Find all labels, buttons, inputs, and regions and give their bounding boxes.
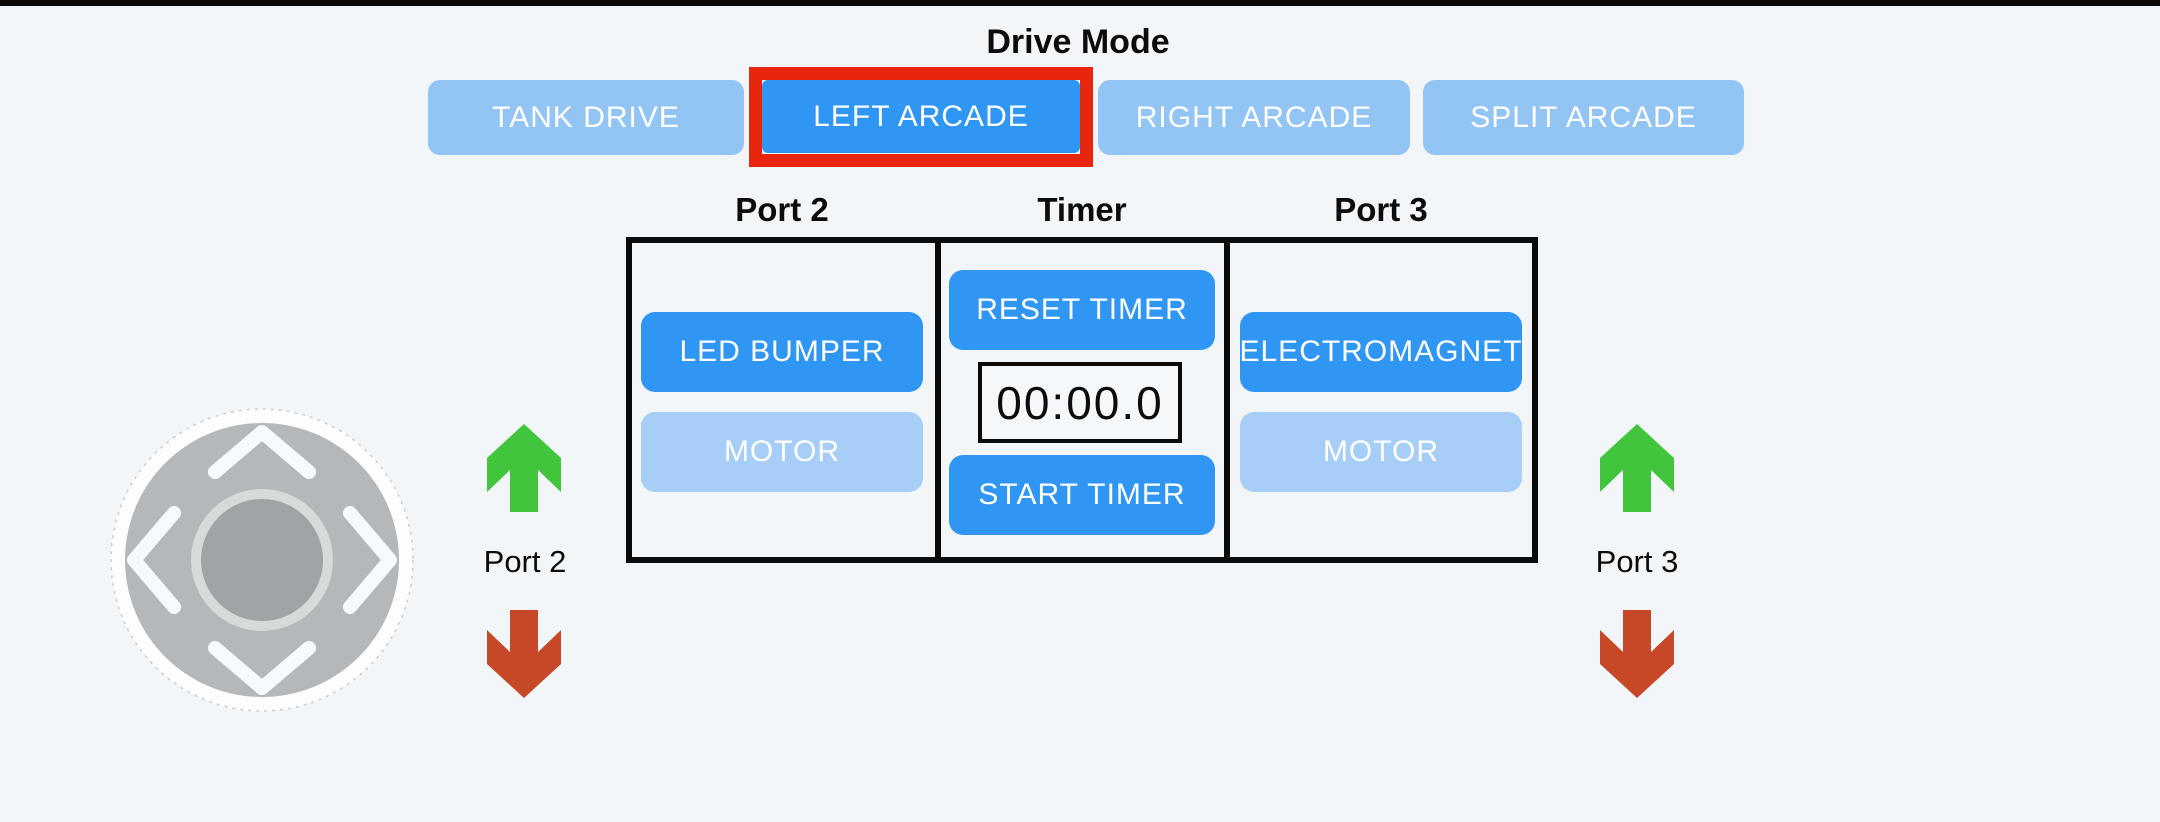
tank-drive-button[interactable]: TANK DRIVE — [428, 80, 744, 155]
panel-divider — [1224, 240, 1230, 560]
timer-display: 00:00.0 — [978, 362, 1182, 443]
port2-indicator-label: Port 2 — [483, 544, 567, 579]
left-arcade-button[interactable]: LEFT ARCADE — [762, 80, 1080, 153]
joystick-pad[interactable] — [107, 405, 417, 715]
selected-mode-highlight: LEFT ARCADE — [749, 67, 1093, 167]
port2-column-header: Port 2 — [735, 191, 829, 228]
chevron-down-icon — [208, 641, 316, 695]
split-arcade-button[interactable]: SPLIT ARCADE — [1423, 80, 1744, 155]
top-status-bar — [0, 0, 2160, 6]
timer-column-header: Timer — [1037, 191, 1127, 228]
reset-timer-button[interactable]: RESET TIMER — [949, 270, 1215, 350]
device-panel — [626, 237, 1538, 563]
page-title: Drive Mode — [986, 23, 1170, 61]
port2-motor-button[interactable]: MOTOR — [641, 412, 923, 492]
right-arcade-button[interactable]: RIGHT ARCADE — [1098, 80, 1410, 155]
panel-divider — [935, 240, 941, 560]
port3-up-arrow-icon[interactable] — [1598, 424, 1676, 512]
joystick-knob[interactable] — [191, 489, 333, 631]
start-timer-button[interactable]: START TIMER — [949, 455, 1215, 535]
port3-down-arrow-icon[interactable] — [1598, 610, 1676, 698]
led-bumper-button[interactable]: LED BUMPER — [641, 312, 923, 392]
electromagnet-button[interactable]: ELECTROMAGNET — [1239, 312, 1522, 392]
port3-indicator-label: Port 3 — [1595, 544, 1679, 579]
chevron-left-icon — [127, 506, 181, 614]
chevron-up-icon — [208, 425, 316, 479]
port3-column-header: Port 3 — [1334, 191, 1428, 228]
port3-motor-button[interactable]: MOTOR — [1240, 412, 1522, 492]
port2-up-arrow-icon[interactable] — [485, 424, 563, 512]
port2-down-arrow-icon[interactable] — [485, 610, 563, 698]
chevron-right-icon — [343, 506, 397, 614]
